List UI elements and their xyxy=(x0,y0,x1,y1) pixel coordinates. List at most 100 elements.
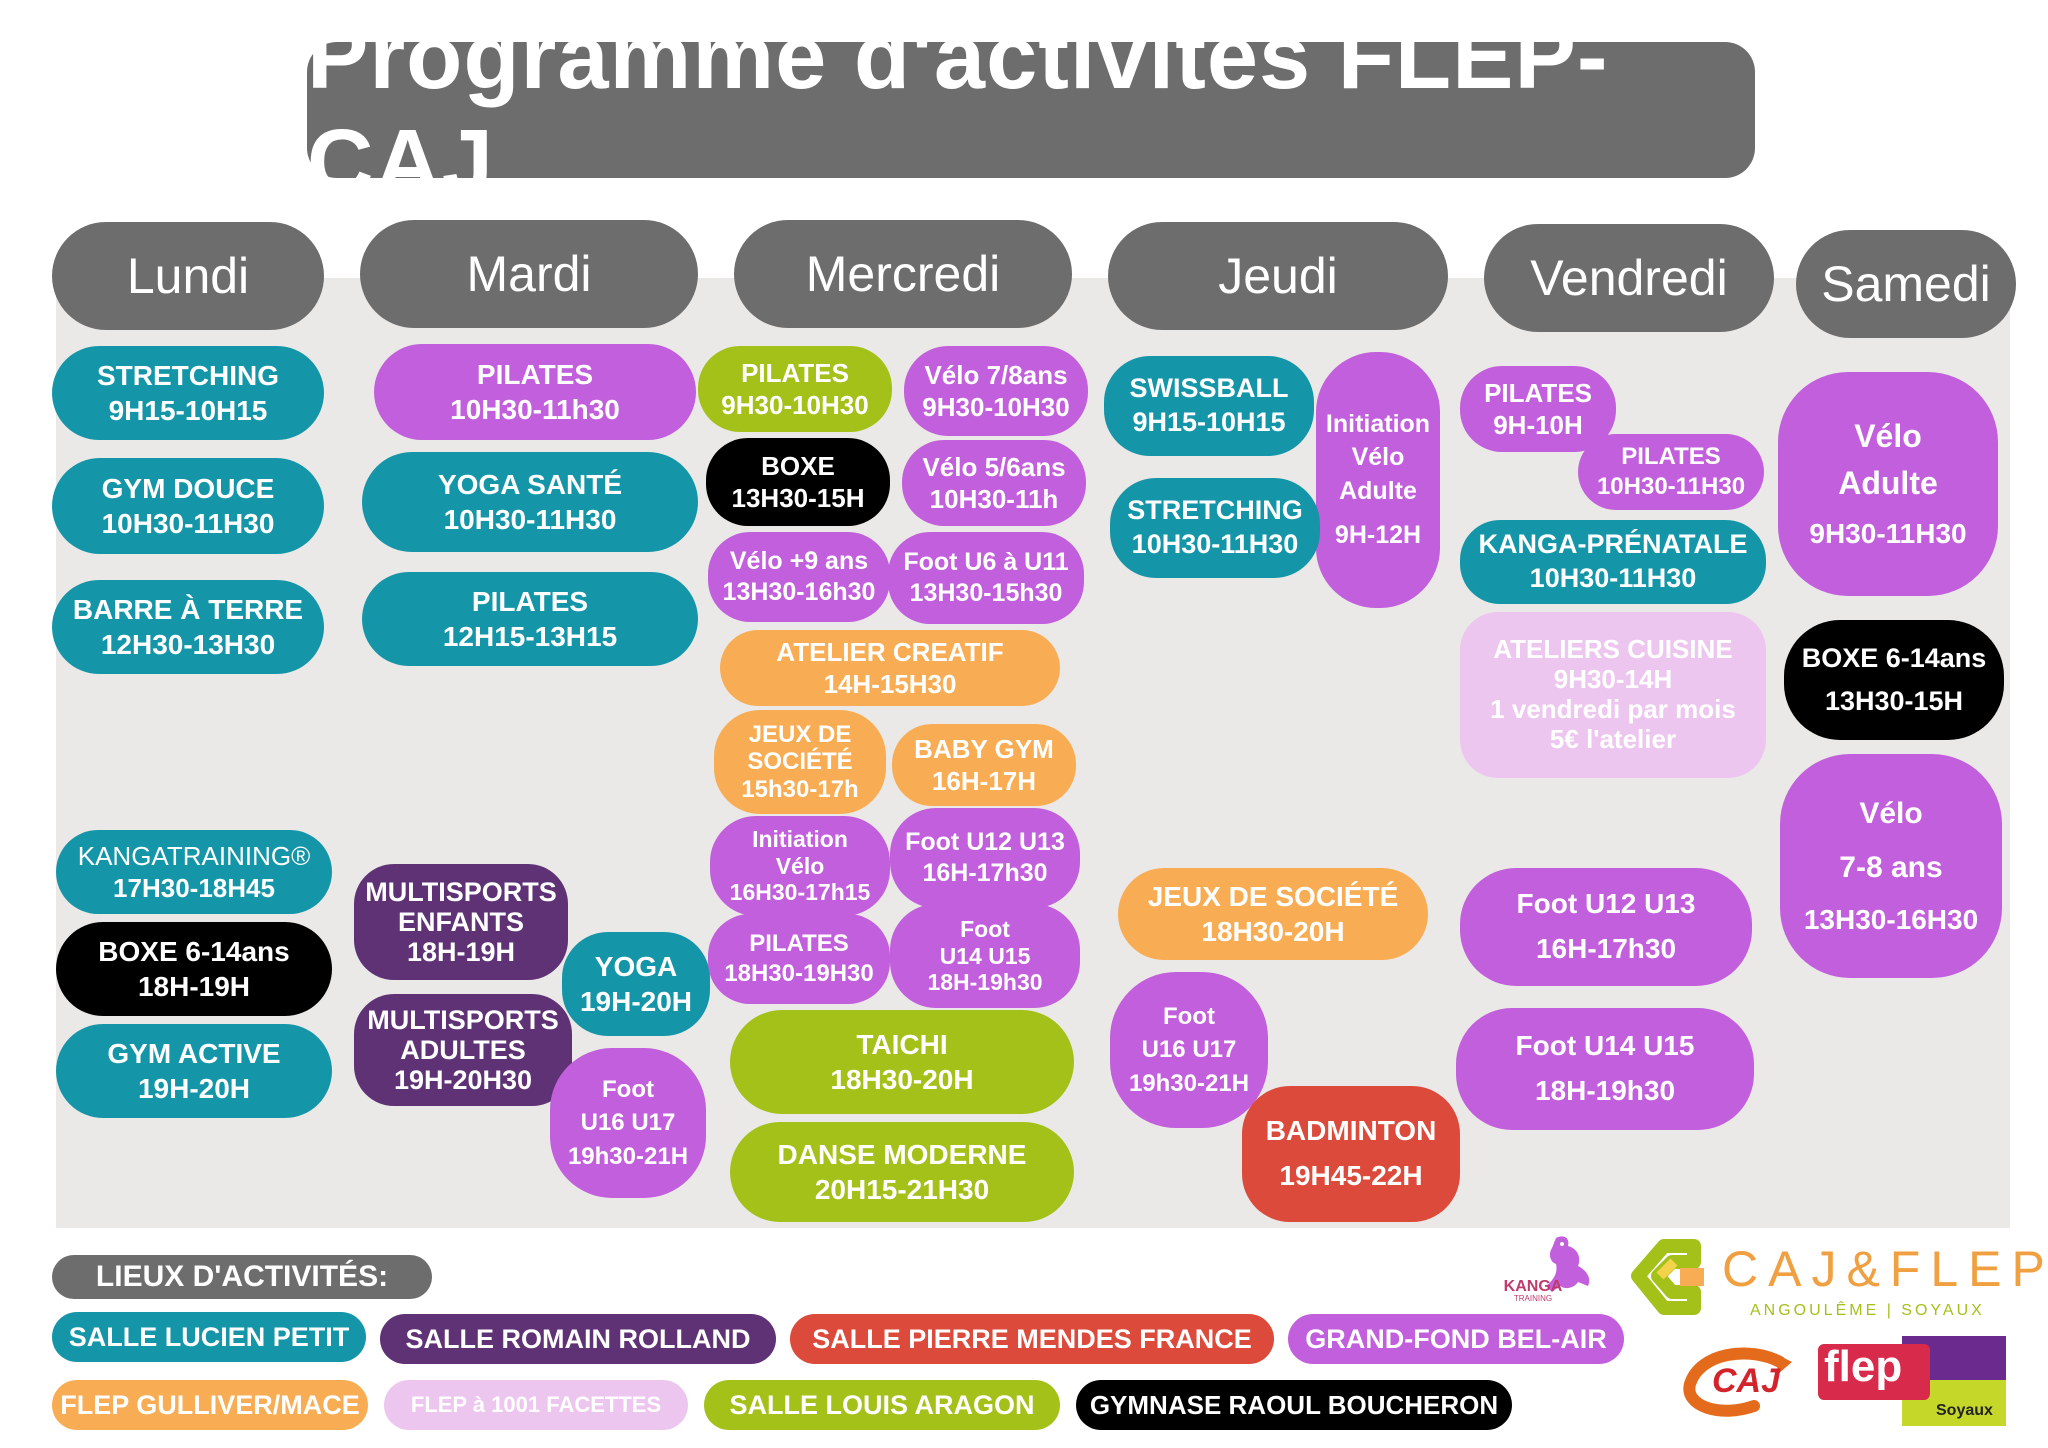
activity-ven-pilates2: PILATES 10H30-11H30 xyxy=(1578,434,1764,510)
activity-time: 19H-20H xyxy=(137,1073,251,1104)
activity-name: Foot xyxy=(602,1075,654,1103)
activity-time: 9H15-10H15 xyxy=(108,395,268,426)
flep-logo-red-block xyxy=(1818,1344,1930,1400)
caj-swirl-icon xyxy=(1683,1347,1792,1417)
activity-name-2: U16 U17 xyxy=(580,1109,676,1137)
activity-time: 19h30-21H xyxy=(1128,1069,1250,1097)
kanga-logo-subtext: TRAINING xyxy=(1513,1294,1553,1303)
activity-mer-foot-u14: Foot U14 U15 18H-19h30 xyxy=(890,904,1080,1008)
activity-mar-pilates1: PILATES 10H30-11h30 xyxy=(374,344,696,440)
activity-name: BOXE xyxy=(761,450,835,481)
activity-mar-foot: Foot U16 U17 19h30-21H xyxy=(550,1048,706,1198)
activity-name: PILATES xyxy=(1484,377,1592,408)
activity-name: YOGA xyxy=(594,951,678,982)
legend-grand-fond-bel-air: GRAND-FOND BEL-AIR xyxy=(1288,1314,1624,1364)
activity-name: PILATES xyxy=(1621,443,1721,470)
activity-name: STRETCHING xyxy=(1127,495,1303,526)
activity-ven-pilates1: PILATES 9H-10H xyxy=(1460,366,1616,452)
activity-time: 9H15-10H15 xyxy=(1132,407,1286,437)
flep-logo-text: flep xyxy=(1824,1342,1903,1391)
activity-time: 13H30-15h30 xyxy=(909,579,1063,607)
activity-lun-gym-douce: GYM DOUCE 10H30-11H30 xyxy=(52,458,324,554)
activity-name: ATELIERS CUISINE xyxy=(1493,634,1733,665)
activity-time: 14H-15H30 xyxy=(823,669,957,699)
flep-soyaux-logo: flep Soyaux xyxy=(1818,1336,2006,1426)
activity-time: 16H30-17h15 xyxy=(729,879,871,906)
activity-mer-init-velo: Initiation Vélo 16H30-17h15 xyxy=(710,816,890,916)
activity-time: 13H30-15H xyxy=(731,483,865,513)
activity-name: KANGATRAINING® xyxy=(77,840,311,871)
activity-name: JEUX DE SOCIÉTÉ xyxy=(1147,881,1399,912)
activity-time: 12H15-13H15 xyxy=(442,621,618,652)
activity-time: 15h30-17h xyxy=(741,775,859,803)
activity-jeu-jeux: JEUX DE SOCIÉTÉ 18H30-20H xyxy=(1118,868,1428,960)
activity-name: SWISSBALL xyxy=(1129,373,1289,404)
activity-name: PILATES xyxy=(476,359,594,390)
activity-time: 18H-19H xyxy=(406,937,516,968)
activity-time: 19H-20H30 xyxy=(393,1065,533,1096)
activity-mer-foot-u6: Foot U6 à U11 13H30-15h30 xyxy=(888,532,1084,624)
activity-name: Foot U12 U13 xyxy=(905,827,1065,856)
activity-jeu-badminton: BADMINTON 19H45-22H xyxy=(1242,1086,1460,1222)
activity-name-2: SOCIÉTÉ xyxy=(747,748,853,776)
legend-salle-lucien-petit: SALLE LUCIEN PETIT xyxy=(52,1312,366,1362)
activity-name: ATELIER CREATIF xyxy=(776,636,1004,667)
activity-sam-velo78: Vélo 7-8 ans 13H30-16H30 xyxy=(1780,754,2002,978)
activity-name: BADMINTON xyxy=(1265,1115,1437,1147)
activity-ven-foot-u14: Foot U14 U15 18H-19h30 xyxy=(1456,1008,1754,1130)
legend-flep-gulliver-mace: FLEP GULLIVER/MACE xyxy=(52,1380,368,1430)
activity-name: Foot U6 à U11 xyxy=(903,547,1069,576)
activity-name: DANSE MODERNE xyxy=(777,1139,1027,1170)
activity-time: 16H-17h30 xyxy=(922,859,1048,887)
activity-mer-taichi: TAICHI 18H30-20H xyxy=(730,1010,1074,1114)
activity-jeu-init-velo: Initiation Vélo Adulte 9H-12H xyxy=(1316,352,1440,608)
day-header-lundi: Lundi xyxy=(52,222,324,330)
activity-name: Foot xyxy=(1163,1002,1215,1030)
caj-flep-logo: CAJ&FLEP ANGOULÊME | SOYAUX xyxy=(1624,1232,2045,1328)
activity-name: BOXE 6-14ans xyxy=(98,936,290,967)
activity-time: 9H-10H xyxy=(1493,410,1583,440)
activity-lun-stretching: STRETCHING 9H15-10H15 xyxy=(52,346,324,440)
legend-flep-1001-facettes: FLEP à 1001 FACETTES xyxy=(384,1380,688,1430)
day-header-samedi: Samedi xyxy=(1796,230,2016,338)
activity-time: 12H30-13H30 xyxy=(100,629,276,660)
activity-name: Initiation xyxy=(1325,409,1431,438)
activity-mer-foot-u12: Foot U12 U13 16H-17h30 xyxy=(890,808,1080,908)
activity-mer-jeux: JEUX DE SOCIÉTÉ 15h30-17h xyxy=(714,710,886,814)
kangaroo-icon xyxy=(1546,1236,1590,1292)
activity-time: 13H30-16h30 xyxy=(722,578,876,606)
legend-gymnase-raoul-boucheron: GYMNASE RAOUL BOUCHERON xyxy=(1076,1380,1512,1430)
activity-time: 17H30-18H45 xyxy=(113,873,275,903)
activity-name-2: Adulte xyxy=(1838,464,1938,501)
activity-lun-kanga: KANGATRAINING® 17H30-18H45 xyxy=(56,830,332,914)
kanga-logo-text: KANGA xyxy=(1503,1278,1563,1295)
activity-time: 10H30-11H30 xyxy=(1596,473,1746,500)
activity-time: 18H30-19H30 xyxy=(724,960,874,987)
flep-logo-subtext: Soyaux xyxy=(1936,1402,1993,1419)
activity-time: 19H-20H xyxy=(579,986,693,1017)
legend-salle-romain-rolland: SALLE ROMAIN ROLLAND xyxy=(380,1314,776,1364)
activity-time: 13H30-15H xyxy=(1824,686,1964,716)
activity-time: 9H30-10H30 xyxy=(721,390,869,420)
caj-badge-text: CAJ xyxy=(1712,1362,1781,1400)
activity-time: 10H30-11H30 xyxy=(1529,563,1697,593)
activity-name: Vélo 7/8ans xyxy=(924,359,1068,390)
page-title: Programme d'activités FLEP-CAJ xyxy=(307,6,1755,213)
activity-name-2: U16 U17 xyxy=(1141,1036,1237,1064)
legend-title: LIEUX D'ACTIVITÉS: xyxy=(52,1255,432,1299)
activity-mar-yoga: YOGA 19H-20H xyxy=(562,932,710,1036)
activity-mer-velo56: Vélo 5/6ans 10H30-11h xyxy=(902,440,1086,526)
activity-time: 18H-19H xyxy=(137,971,251,1002)
activity-name: BABY GYM xyxy=(914,733,1054,764)
activity-name: GYM ACTIVE xyxy=(107,1038,281,1069)
activity-name: Foot U12 U13 xyxy=(1516,888,1696,920)
activity-time: 16H-17h30 xyxy=(1535,933,1677,964)
activity-name: STRETCHING xyxy=(97,360,279,391)
caj-flep-logo-subtext: ANGOULÊME | SOYAUX xyxy=(1750,1302,1985,1319)
caj-flep-emblem-icon xyxy=(1631,1239,1704,1315)
activity-ven-kanga: KANGA-PRÉNATALE 10H30-11H30 xyxy=(1460,520,1766,604)
activity-name: YOGA SANTÉ xyxy=(437,469,623,500)
activity-mar-multi-adultes: MULTISPORTS ADULTES 19H-20H30 xyxy=(354,994,572,1106)
activity-name: PILATES xyxy=(741,357,849,388)
